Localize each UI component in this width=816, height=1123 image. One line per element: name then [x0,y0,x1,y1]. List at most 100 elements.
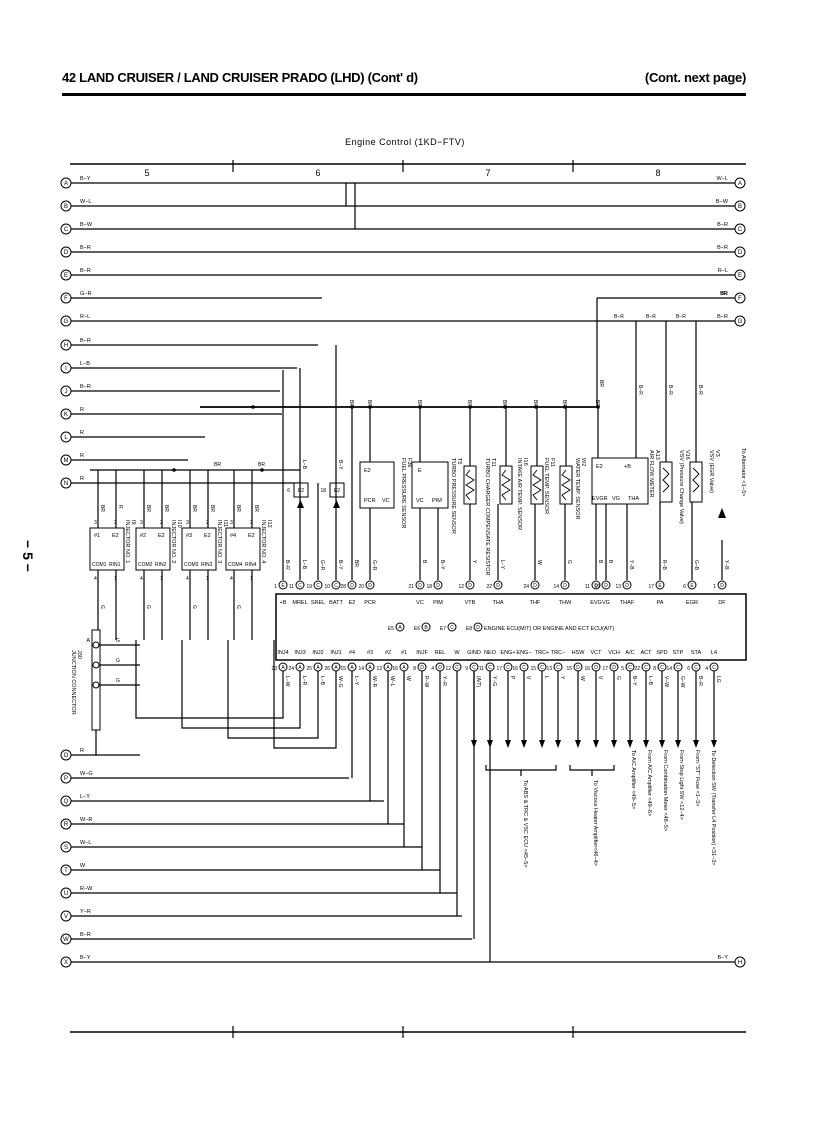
left-rail-color-G: R−L [80,314,90,320]
signal-arrow [539,740,545,748]
wire [181,640,301,729]
ecu-bottom-pin-wire-color: V−W [663,676,669,687]
ecu-bottom-pin-number: 15 [530,666,536,672]
bottom-rail-color-P: W−G [80,771,93,777]
signal-arrow [575,740,581,748]
ecu-bottom-pin-wire-color: W−R [371,676,377,688]
ecu-top-pin-label: +B [280,600,287,606]
ecu-bottom-pin-NEO-label: C [488,665,492,671]
right-rail-E-label: E [738,273,742,279]
splice-dot [260,468,264,472]
ecu-top-pin-SREL-label: C [316,583,320,589]
sensor-turbo-pressure [411,461,449,509]
ecu-bottom-pin-TRC−-label: C [556,665,560,671]
injector-name: INJECTOR NO. 4 [260,520,266,563]
sensor-name-T11: TURBO CHARGER COMPENSATE RESISTOR [484,458,490,575]
ecu-top-pin-THAF [622,580,632,590]
wire-color: BR [720,291,727,297]
ecu-bottom-pin-number: 14 [358,666,364,672]
ecu-connector-label: E8 [466,626,472,632]
left-rail-L-label: L [64,435,68,441]
sensor-air-flow-meter-pin: EVGR [592,496,608,502]
left-rail-I-label: I [65,366,67,372]
ecu-bottom-pin-INJF-label: D [420,665,424,671]
ecu-bottom-pin-INJ2-label: A [316,665,320,671]
wire-color: B−R [697,385,703,395]
ecu-top-pin-wire-color: L−B [301,560,307,570]
signal-arrow [593,740,599,748]
ecu-bottom-pin-A/C-label: C [628,665,632,671]
grid-column-7: 7 [485,168,490,178]
ecu-bottom-pin-ACT-label: C [644,665,648,671]
ecu-name: ENGINE ECU(M/T) OR ENGINE AND ECT ECU(A/… [484,626,615,632]
sensor-ref-F36: F36 [406,458,412,467]
bottom-right-rail-H-label: H [738,960,742,966]
left-rail-color-B: W−L [80,199,91,205]
bottom-rail-V-label: V [64,914,68,920]
ecu-bottom-pin-label: VCH [608,650,620,656]
signal-arrow [643,740,649,748]
ecu-bottom-pin-GIND-label: C [472,665,476,671]
coil-zigzag [692,467,700,493]
destination-4: From A/C Amplifier <49−6> [646,750,652,816]
diagram-title: Engine Control (1KD−FTV) [345,137,465,147]
ecu-top-pin-EVG-label: D [594,583,598,589]
right-rail-color-B: B−W [716,199,729,205]
ecu-bottom-pin-label: INJ1 [330,650,341,656]
ecu-bottom-pin-STP-label: C [676,665,680,671]
wire-color: B−R [646,314,656,320]
injector-pin-label: RIN2 [155,562,167,568]
ecu-top-pin-label: E2 [349,600,356,606]
ecu-top-pin-+B [278,580,288,590]
wire-color: BR [145,505,151,512]
ecu-top-pin-wire-color: G−R [371,560,377,571]
ecu-bottom-pin-number: 9 [465,666,468,672]
right-rail-G-label: G [738,319,743,325]
ecu-top-pin-THA-label: D [496,583,500,589]
wire-color: G [235,605,241,609]
wire-color: BR [501,400,507,407]
pin-number: 3 [230,520,233,526]
ecu-top-pin-MREL-label: C [298,583,302,589]
ecu-top-pin-wire-color: B−Y [439,560,445,570]
bottom-rail-P-label: P [64,776,68,782]
ecu-bottom-pin-INJ4-label: A [281,665,285,671]
grid-column-8: 8 [655,168,660,178]
right-rail-F-label: F [738,296,742,302]
injector-ref: I12 [266,520,272,528]
ecu-top-pin-label: THA [493,600,504,606]
bottom-rail-color-U: R−W [80,886,93,892]
injector-pin-label: E2 [158,533,165,539]
sensor-fuel-pressure-pin: E2 [364,468,371,474]
wire-color: G [145,605,151,609]
right-rail-C-label: C [738,227,743,233]
splice-dot [172,468,176,472]
ecu-bottom-pin-label: VCT [591,650,603,656]
ecu-bottom-pin-wire-color: B−R [697,676,703,686]
injector-name: INJECTOR NO. 3 [216,520,222,563]
right-rail-color-G: B−R [717,314,728,320]
injector-pin-label: RIN4 [245,562,257,568]
signal-arrow [693,740,699,748]
ecu-bottom-pin-label: L4 [711,650,717,656]
alternator-note: To Alternator <1−3> [740,448,746,496]
ecu-box [275,593,747,661]
ecu-connector-label: E7 [440,626,446,632]
sensor-air-flow-meter-pin: E2 [596,464,603,470]
ecu-top-pin-number: 21 [408,584,414,590]
sensor-ref-I16: I16 [522,458,528,466]
right-rail-color-A: W−L [717,176,728,182]
junction-pin-circle [92,661,100,669]
ecu-bottom-pin-ENG−-label: C [522,665,526,671]
ecu-bottom-pin-label: #2 [385,650,391,656]
ecu-bottom-pin-wire-color: Y−G [491,676,497,686]
ecu-top-pin-number: 18 [426,584,432,590]
ecu-bottom-pin-ENG+-label: C [506,665,510,671]
ecu-bottom-pin-label: INJ2 [312,650,323,656]
signal-arrow [521,740,527,748]
ecu-bottom-pin-number: 6 [687,666,690,672]
ecu-top-pin-label: PCR [364,600,376,606]
ecu-top-pin-label: PIM [433,600,443,606]
ecu-bottom-pin-label: TRC+ [535,650,550,656]
ecu-bottom-pin-label: #3 [367,650,373,656]
